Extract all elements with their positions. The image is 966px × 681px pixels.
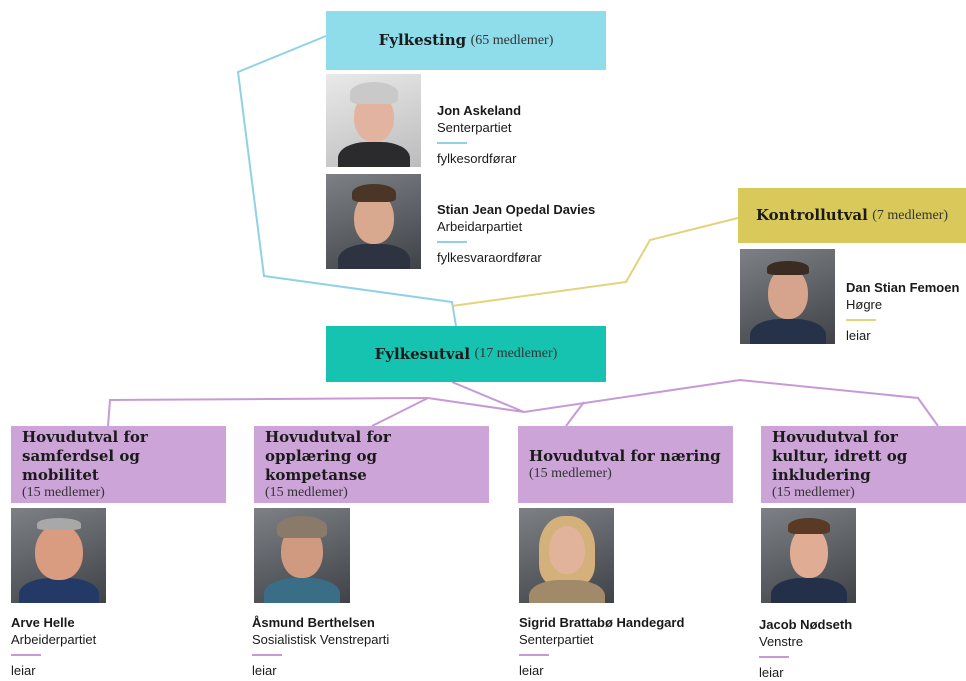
person-role: leiar [759, 665, 784, 680]
kontrollutval-title: Kontrollutval [755, 206, 868, 224]
person-name: Arve Helle [11, 615, 75, 630]
separator [759, 656, 789, 658]
separator [437, 142, 467, 144]
hovudutval-naering-box: Hovudutval for næring (15 medlemer) [518, 426, 733, 503]
person-role: fylkesordførar [437, 151, 517, 166]
person-party: Høgre [846, 297, 883, 312]
portrait-photo-jacob-nodseth [761, 508, 856, 603]
person-party: Senterpartiet [519, 632, 594, 647]
connector-fylkesutval-hovudutval [107, 378, 939, 427]
portrait-photo-stian-davies [326, 174, 421, 269]
connector-fylkesting-fylkesutval [236, 35, 457, 327]
hovudutval-title: Hovudutval for næring [529, 447, 721, 465]
hovudutval-title: Hovudutval for samferdsel og mobilitet [22, 428, 148, 484]
hovudutval-opplaering-box: Hovudutval for opplæring og kompetanse (… [254, 426, 489, 503]
person-party: Venstre [759, 634, 804, 649]
connector-branch-2 [371, 397, 429, 427]
person-party: Sosialistisk Venstreparti [252, 632, 390, 647]
portrait-photo-dan-femoen [740, 249, 835, 344]
separator [846, 319, 876, 321]
hovudutval-members: (15 medlemer) [265, 485, 348, 500]
connector-branch-3 [565, 401, 585, 427]
connector-branch-center [451, 381, 525, 413]
fylkesutval-box: Fylkesutval (17 medlemer) [326, 326, 606, 382]
person-role: leiar [11, 663, 36, 678]
separator [11, 654, 41, 656]
person-party: Arbeiderpartiet [11, 632, 97, 647]
fylkesting-title: Fylkesting [378, 31, 467, 49]
person-party: Senterpartiet [437, 120, 512, 135]
person-asmund-berthelsen: Åsmund Berthelsen Sosialistisk Venstrepa… [252, 614, 389, 679]
person-name: Jacob Nødseth [759, 617, 853, 632]
portrait-photo-asmund-berthelsen [254, 508, 350, 603]
person-name: Stian Jean Opedal Davies [437, 202, 596, 217]
hovudutval-members: (15 medlemer) [772, 485, 855, 500]
hovudutval-samferdsel-box: Hovudutval for samferdsel og mobilitet (… [11, 426, 226, 503]
hovudutval-title: Hovudutval for kultur, idrett og inklude… [772, 428, 908, 484]
portrait-photo-arve-helle [11, 508, 106, 603]
separator [519, 654, 549, 656]
hovudutval-kultur-box: Hovudutval for kultur, idrett og inklude… [761, 426, 966, 503]
separator [437, 241, 467, 243]
person-name: Åsmund Berthelsen [252, 615, 375, 630]
hovudutval-members: (15 medlemer) [22, 485, 105, 500]
person-role: leiar [519, 663, 544, 678]
person-role: fylkesvaraordførar [437, 250, 542, 265]
portrait-photo-sigrid-handegard [519, 508, 614, 603]
person-name: Dan Stian Femoen [846, 280, 960, 295]
kontrollutval-members: (7 medlemer) [872, 207, 949, 223]
person-stian-davies: Stian Jean Opedal Davies Arbeidarpartiet… [437, 201, 595, 266]
fylkesting-members: (65 medlemer) [470, 32, 554, 48]
person-role: leiar [846, 328, 871, 343]
person-party: Arbeidarpartiet [437, 219, 523, 234]
person-arve-helle: Arve Helle Arbeiderpartiet leiar [11, 614, 96, 679]
person-dan-femoen: Dan Stian Femoen Høgre leiar [846, 279, 959, 344]
fylkesutval-members: (17 medlemer) [474, 346, 558, 361]
hovudutval-members: (15 medlemer) [529, 466, 612, 481]
fylkesutval-title: Fylkesutval [374, 344, 471, 363]
person-jacob-nodseth: Jacob Nødseth Venstre leiar [759, 616, 852, 681]
person-jon-askeland: Jon Askeland Senterpartiet fylkesordføra… [437, 102, 521, 167]
connector-kontrollutval-fylkesutval [451, 217, 739, 307]
person-role: leiar [252, 663, 277, 678]
person-sigrid-handegard: Sigrid Brattabø Handegard Senterpartiet … [519, 614, 684, 679]
person-name: Sigrid Brattabø Handegard [519, 615, 685, 630]
separator [252, 654, 282, 656]
kontrollutval-box: Kontrollutval (7 medlemer) [738, 188, 966, 243]
fylkesting-box: Fylkesting (65 medlemer) [326, 11, 606, 70]
portrait-photo-jon-askeland [326, 74, 421, 167]
hovudutval-title: Hovudutval for opplæring og kompetanse [265, 428, 391, 484]
person-name: Jon Askeland [437, 103, 522, 118]
